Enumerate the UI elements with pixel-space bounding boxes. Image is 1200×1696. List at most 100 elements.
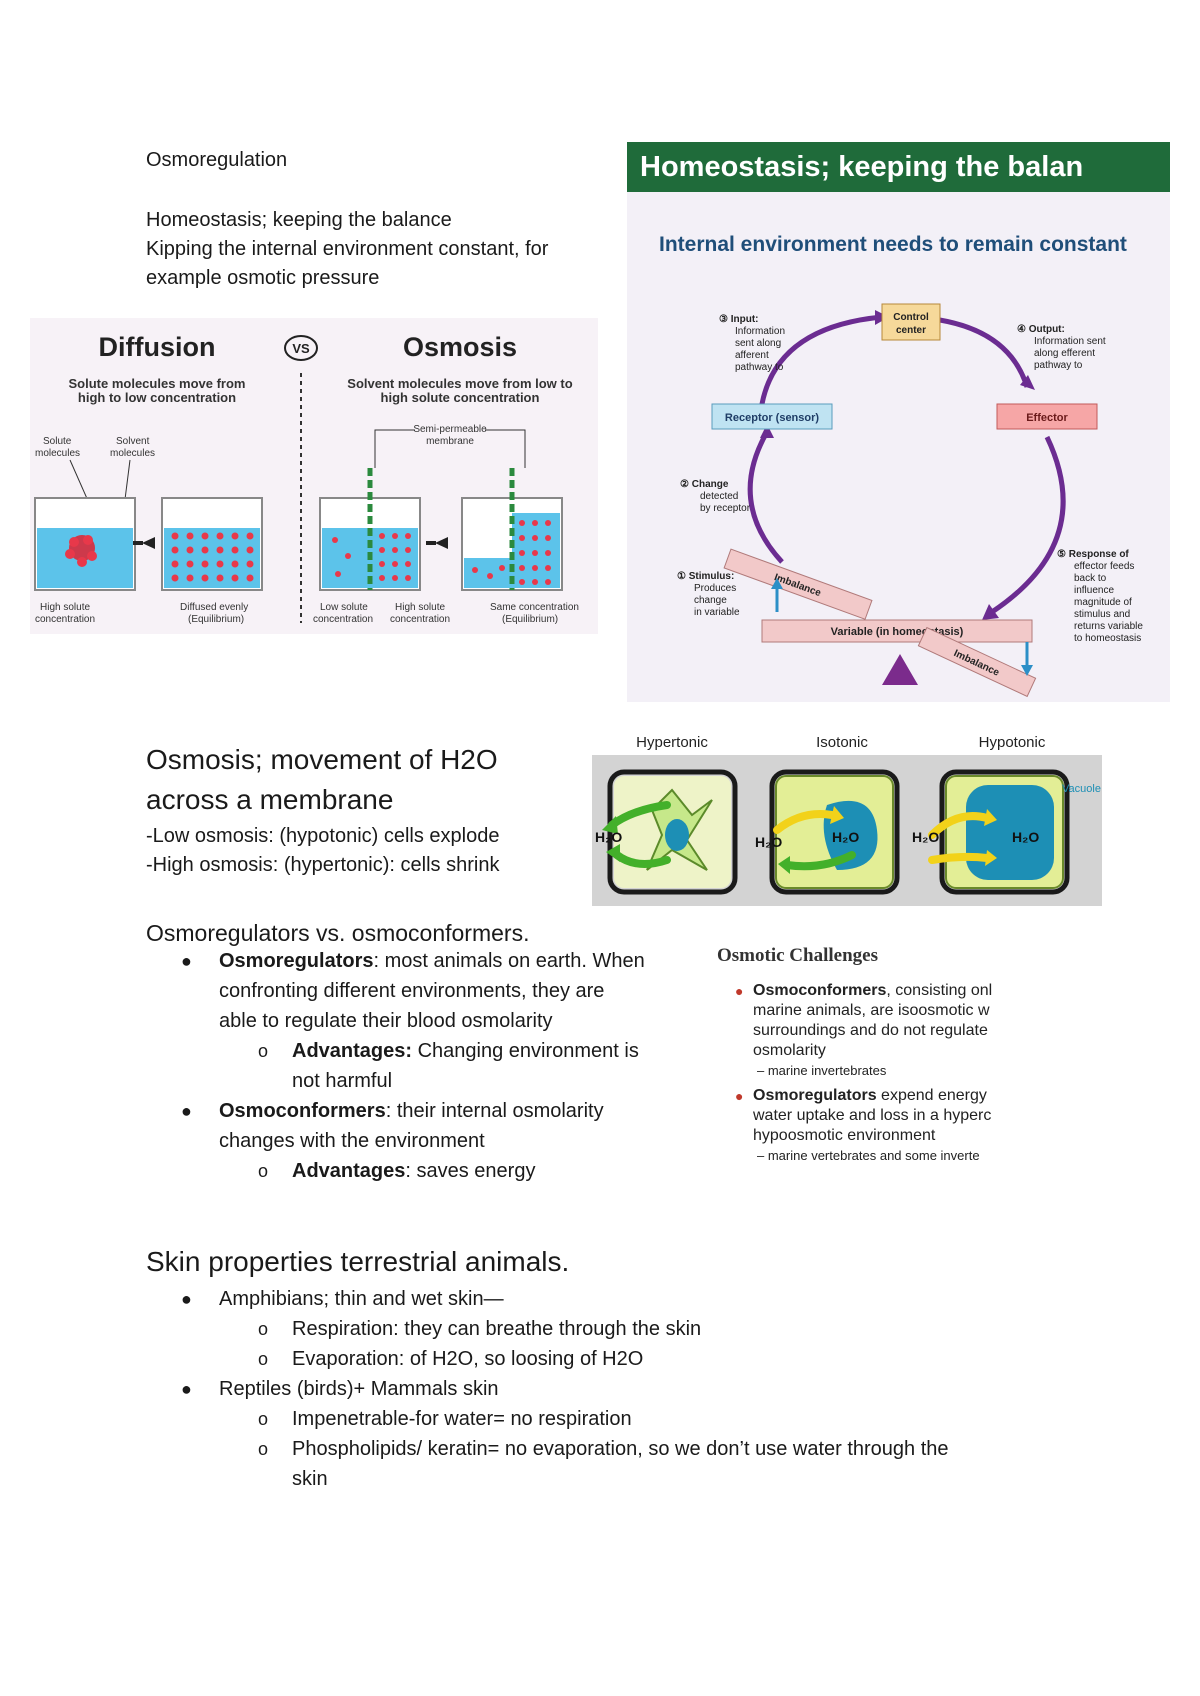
h2o-label-1: H₂O xyxy=(595,829,622,845)
membrane-label-2: membrane xyxy=(426,436,474,447)
osmosis-desc-2: high solute concentration xyxy=(381,390,540,405)
effector-box xyxy=(996,403,1098,430)
osmosis-heading-1: Osmosis; movement of H2O xyxy=(146,744,498,775)
bullet-icon: ● xyxy=(181,1101,192,1121)
diffusion-desc-2: high to low concentration xyxy=(78,390,236,405)
receptor-box xyxy=(711,403,833,430)
caption-4b: concentration xyxy=(390,614,450,625)
seesaw: Variable (in homeostasis) Imbalance Imba… xyxy=(723,548,1037,698)
b1-rest: , consisting onl xyxy=(886,982,993,999)
osmosis-heading-2: across a membrane xyxy=(146,784,394,815)
step3-line3: sent along xyxy=(735,338,781,349)
beaker-3 xyxy=(319,468,421,591)
reptiles-text: Reptiles (birds)+ Mammals skin xyxy=(219,1378,499,1400)
circle-bullet-icon: o xyxy=(258,1349,269,1369)
step1-line4: in variable xyxy=(694,607,740,618)
skin-heading: Skin properties terrestrial animals. xyxy=(146,1246,570,1277)
step4-line2: Information sent xyxy=(1034,336,1106,347)
item1-line2: confronting different environments, they… xyxy=(219,980,605,1002)
h2o-label-4: H₂O xyxy=(912,829,939,845)
homeostasis-banner-text: Homeostasis; keeping the balan xyxy=(640,151,1083,183)
receptor-label: Receptor (sensor) xyxy=(725,412,819,424)
step4-line3: along efferent xyxy=(1034,348,1095,359)
item1-line3: able to regulate their blood osmolarity xyxy=(219,1010,553,1032)
circle-bullet-icon: o xyxy=(258,1439,269,1459)
variable-beam xyxy=(761,619,1033,643)
bullet-icon: ● xyxy=(735,983,744,999)
item2-bold: Osmoconformers xyxy=(219,1100,386,1122)
osmoregulators-list: ● Osmoregulators: most animals on earth.… xyxy=(181,946,699,1186)
caption-1b: concentration xyxy=(35,614,95,625)
step5-line4: influence xyxy=(1074,585,1114,596)
step2-line3: by receptor xyxy=(700,503,751,514)
caption-4a: High solute xyxy=(395,602,445,613)
label-isotonic: Isotonic xyxy=(816,734,868,751)
vs-label: VS xyxy=(292,341,310,356)
label-hypertonic: Hypertonic xyxy=(636,734,708,751)
list-subitem-advantages-1: o Advantages: Changing environment is xyxy=(258,1036,699,1066)
item2-sub-rest: : saves energy xyxy=(405,1160,536,1182)
list-subitem-impenetrable: o Impenetrable-for water= no respiration xyxy=(258,1404,1119,1434)
b1-line3: surroundings and do not regulate xyxy=(753,1022,988,1039)
bullet-icon: ● xyxy=(181,1379,192,1399)
osmotic-challenges-title: Osmotic Challenges xyxy=(717,945,878,966)
step1-line2: Produces xyxy=(694,583,736,594)
list-subitem-advantages-2: o Advantages: saves energy xyxy=(258,1156,699,1186)
step5-line8: to homeostasis xyxy=(1074,633,1141,644)
list-subitem-evaporation: o Evaporation: of H2O, so loosing of H2O xyxy=(258,1344,1119,1374)
intro-line-1: Homeostasis; keeping the balance xyxy=(146,209,452,231)
step5-line2: effector feeds xyxy=(1074,561,1134,572)
b1-sub: – marine invertebrates xyxy=(757,1063,887,1078)
h2o-label-2: H₂O xyxy=(755,834,782,850)
caption-5a: Same concentration xyxy=(490,602,579,613)
list-item-osmoregulators: ● Osmoregulators: most animals on earth.… xyxy=(181,946,699,976)
step3-line4: afferent xyxy=(735,350,769,361)
bullet-icon: ● xyxy=(735,1088,744,1104)
osmotic-challenges-figure: Osmotic Challenges ● Osmoconformers, con… xyxy=(715,945,1035,1175)
intro-title: Osmoregulation xyxy=(146,149,288,171)
list-item-amphibians: ● Amphibians; thin and wet skin— xyxy=(181,1284,1119,1314)
intro-line-3: example osmotic pressure xyxy=(146,267,380,289)
list-subitem-phospholipids: o Phospholipids/ keratin= no evaporation… xyxy=(258,1434,1119,1464)
caption-3b: concentration xyxy=(313,614,373,625)
step1-line3: change xyxy=(694,595,727,606)
control-center-box xyxy=(881,303,941,341)
caption-2b: (Equilibrium) xyxy=(188,614,244,625)
step5-line7: returns variable xyxy=(1074,621,1143,632)
osmosis-title: Osmosis xyxy=(403,332,517,362)
effector-label: Effector xyxy=(1026,412,1068,424)
b2-rest: expend energy xyxy=(876,1087,987,1104)
skin-list: ● Amphibians; thin and wet skin— o Respi… xyxy=(181,1284,1119,1494)
bullet-icon: ● xyxy=(181,1289,192,1309)
b2-line3: hypoosmotic environment xyxy=(753,1127,936,1144)
h2o-label-3: H₂O xyxy=(832,829,859,845)
homeostasis-banner xyxy=(627,142,1170,192)
arrow-stimulus-to-receptor xyxy=(747,430,784,564)
osmosis-high: -High osmosis: (hypertonic): cells shrin… xyxy=(146,854,500,876)
control-center-line2: center xyxy=(896,325,926,336)
circle-bullet-icon: o xyxy=(258,1041,269,1061)
solvent-label-1: Solvent xyxy=(116,436,150,447)
phospholipids-text: Phospholipids/ keratin= no evaporation, … xyxy=(292,1438,949,1460)
list-subitem-respiration: o Respiration: they can breathe through … xyxy=(258,1314,1119,1344)
homeostasis-subtitle: Internal environment needs to remain con… xyxy=(659,233,1127,256)
control-center-line1: Control xyxy=(893,312,929,323)
tonicity-figure: Hypertonic Isotonic Hypotonic H₂O H₂O H₂… xyxy=(592,734,1102,906)
diffusion-desc-1: Solute molecules move from xyxy=(69,376,246,391)
b2-line2: water uptake and loss in a hyperc xyxy=(753,1107,992,1124)
intro-line-2: Kipping the internal environment constan… xyxy=(146,238,549,260)
step5-line1: ⑤ Response of xyxy=(1057,549,1129,560)
b1-line4: osmolarity xyxy=(753,1042,826,1059)
circle-bullet-icon: o xyxy=(258,1409,269,1429)
b1-line2: marine animals, are isoosmotic w xyxy=(753,1002,990,1019)
osmotic-bullet-1: ● Osmoconformers, consisting onl marine … xyxy=(735,981,1035,1081)
step3-line5: pathway to xyxy=(735,362,784,373)
caption-3a: Low solute xyxy=(320,602,368,613)
step3-line1: ③ Input: xyxy=(719,314,759,325)
solute-label-2: molecules xyxy=(35,448,80,459)
caption-1a: High solute xyxy=(40,602,90,613)
item1-sub-line2: not harmful xyxy=(292,1070,393,1092)
h2o-label-5: H₂O xyxy=(1012,829,1039,845)
item1-rest: : most animals on earth. When xyxy=(373,950,645,972)
solute-label-1: Solute xyxy=(43,436,72,447)
